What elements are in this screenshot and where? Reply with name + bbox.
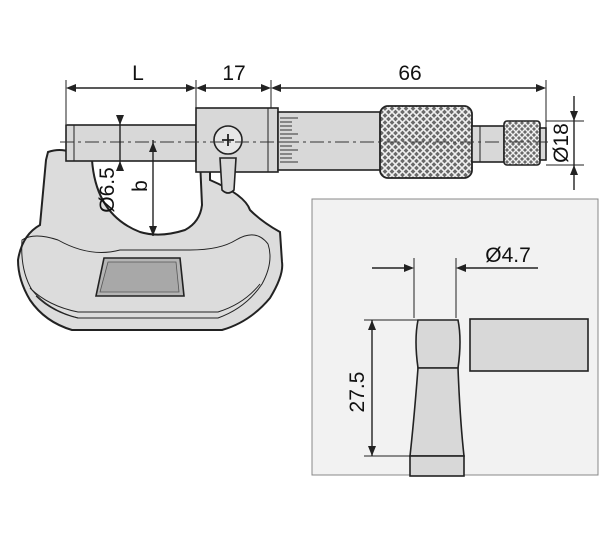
lock-housing (195, 107, 279, 194)
micrometer-frame (16, 149, 284, 331)
anvil (65, 124, 197, 162)
dim-66: 66 (398, 62, 421, 85)
dimension-lines (65, 80, 584, 236)
dim-diameter-4-7: Ø4.7 (485, 244, 531, 267)
dim-L: L (132, 62, 144, 85)
dim-b: b (129, 180, 152, 192)
dim-diameter-6-5: Ø6.5 (96, 167, 119, 213)
dim-diameter-18: Ø18 (550, 123, 573, 163)
detail-inset (311, 198, 599, 477)
dim-27-5: 27.5 (346, 372, 369, 413)
dim-17: 17 (222, 62, 245, 85)
thimble (277, 105, 547, 179)
